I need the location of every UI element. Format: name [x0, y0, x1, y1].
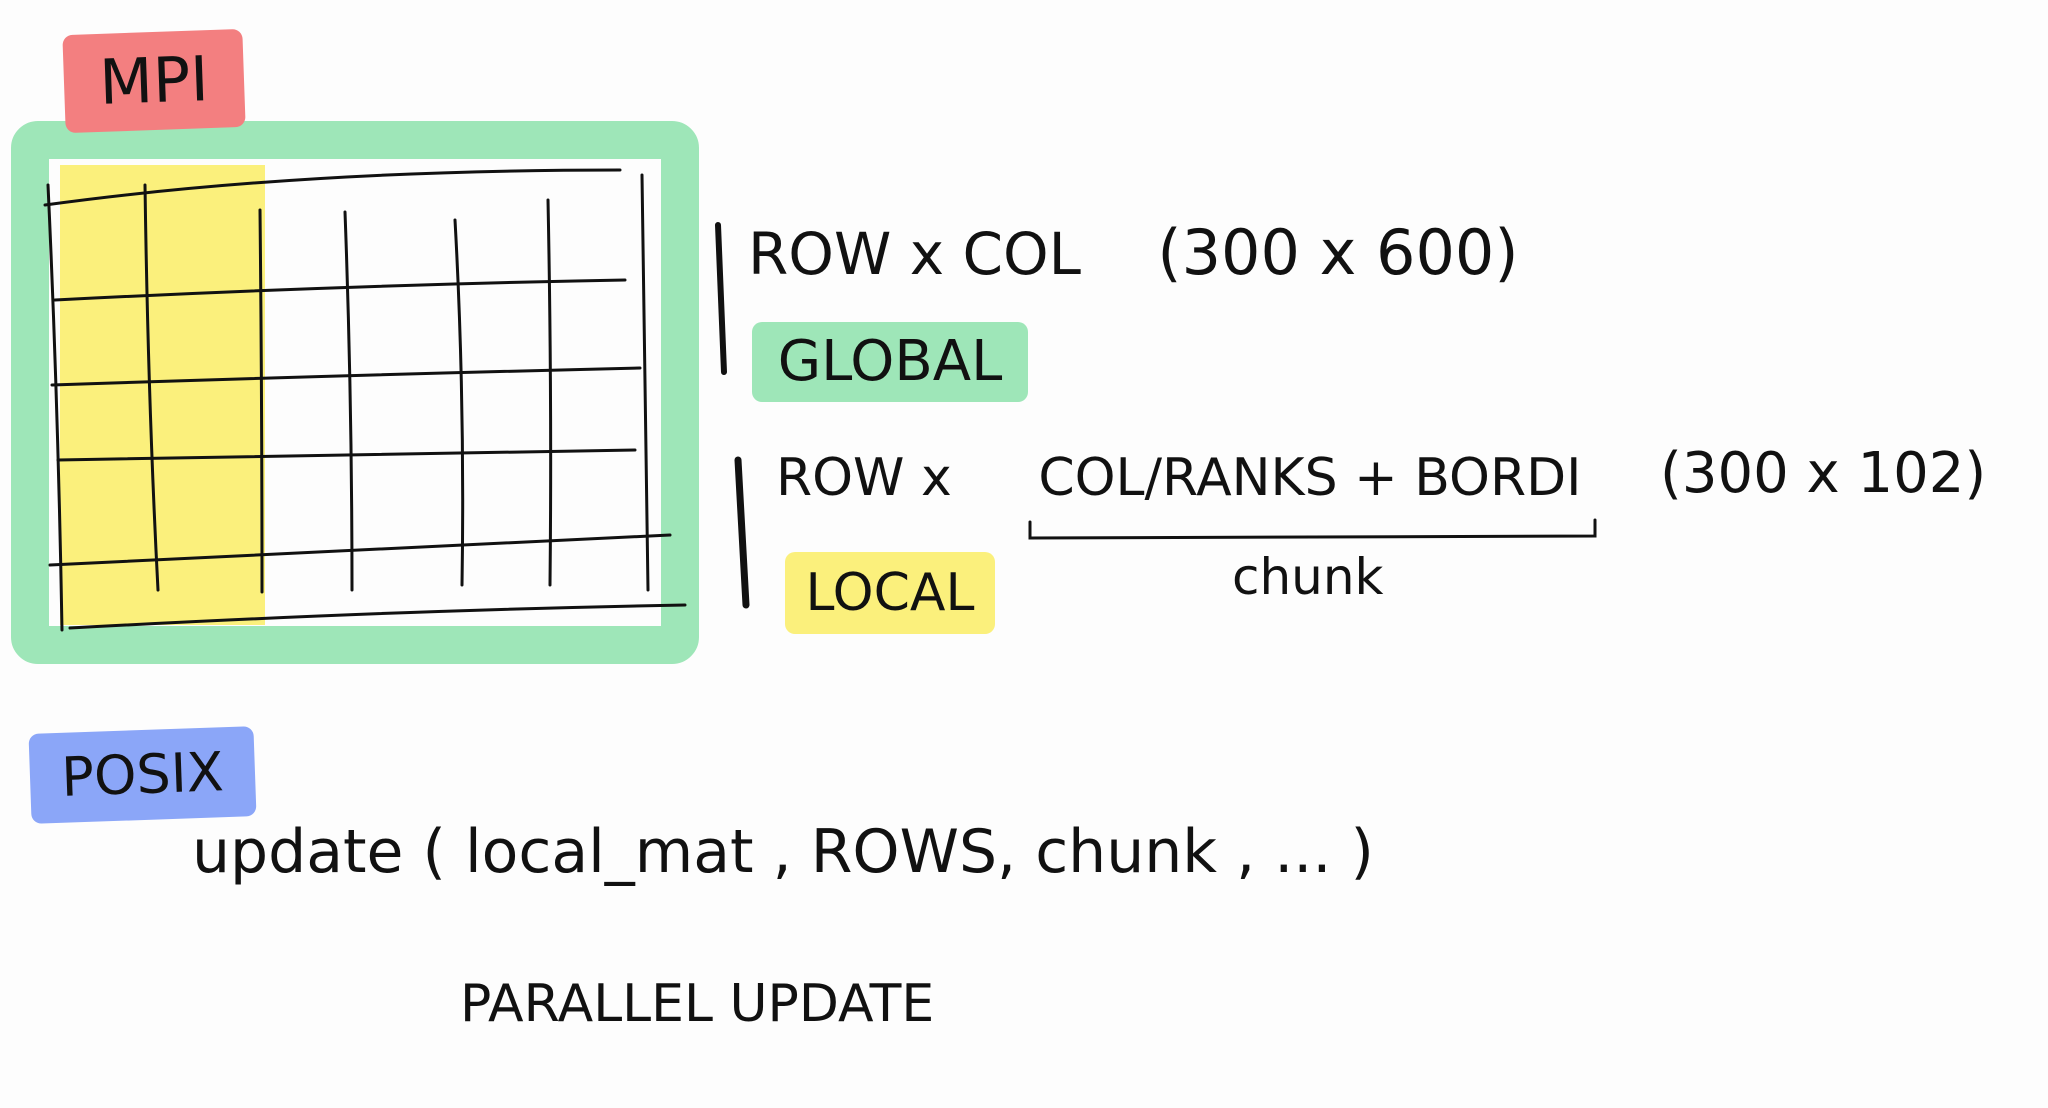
global-expression: ROW x COL (300 x 600)	[748, 222, 1519, 284]
global-tag: GLOBAL	[752, 322, 1028, 402]
posix-tag: POSIX	[28, 726, 257, 824]
local-dims-text: (300 x 102)	[1660, 441, 1987, 506]
grid-border	[11, 121, 699, 664]
highlighted-columns	[60, 165, 265, 625]
global-tag-label: GLOBAL	[777, 329, 1003, 394]
mpi-tag: MPI	[62, 28, 246, 134]
grid-vertical-lines	[46, 173, 650, 632]
global-dims-text: (300 x 600)	[1157, 216, 1519, 289]
chunk-expr-text: COL/RANKS + BORDI	[1038, 448, 1582, 508]
parallel-update-caption: PARALLEL UPDATE	[460, 978, 934, 1030]
parallel-update-text: PARALLEL UPDATE	[460, 974, 935, 1034]
mpi-tag-label: MPI	[98, 42, 210, 119]
update-call: update ( local_mat , ROWS, chunk , ... )	[192, 822, 1374, 882]
chunk-label-text: chunk	[1232, 548, 1384, 606]
local-bracket-bar	[734, 456, 750, 609]
chunk-label: chunk	[1232, 552, 1384, 602]
local-dims: (300 x 102)	[1660, 446, 1986, 502]
posix-tag-label: POSIX	[60, 740, 225, 809]
chunk-underbrace	[1028, 518, 1597, 540]
local-expression: ROW x COL/RANKS + BORDI	[776, 452, 1581, 504]
global-bracket-bar	[715, 222, 727, 375]
local-prefix-text: ROW x	[776, 448, 952, 508]
local-tag: LOCAL	[785, 552, 995, 634]
update-call-text: update ( local_mat , ROWS, chunk , ... )	[192, 817, 1374, 887]
global-expr-text: ROW x COL	[748, 220, 1081, 288]
local-tag-label: LOCAL	[805, 563, 975, 623]
